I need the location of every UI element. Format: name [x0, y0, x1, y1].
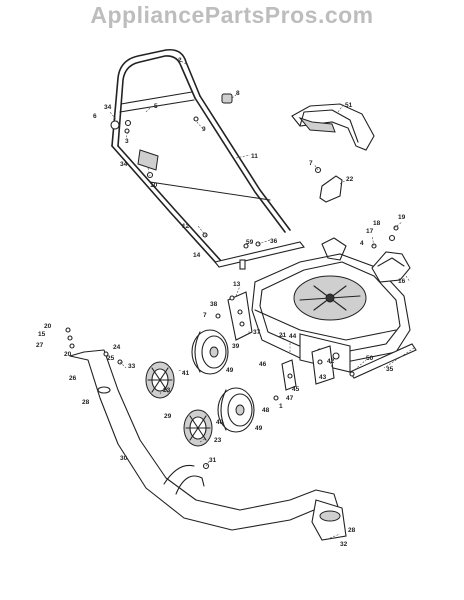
callout-39: 39 [232, 343, 240, 350]
callout-9: 9 [202, 126, 206, 133]
callout-13: 13 [233, 281, 241, 288]
callout-37: 37 [253, 329, 261, 336]
rear-wheel [191, 329, 229, 375]
callout-11: 11 [251, 153, 258, 160]
callout-40: 40 [216, 419, 224, 426]
callout-5: 5 [154, 103, 158, 110]
callout-47: 47 [286, 395, 294, 402]
callout-14: 14 [193, 252, 201, 259]
mower-deck [251, 237, 411, 363]
discharge-chute [291, 103, 375, 151]
vacuum-hose [69, 349, 347, 541]
callout-21: 21 [279, 332, 287, 339]
handle-hardware [110, 93, 233, 238]
engine-cover [371, 225, 411, 283]
callout-50: 50 [366, 355, 374, 362]
callout-51: 51 [345, 102, 353, 109]
callout-15: 15 [38, 331, 46, 338]
callout-33: 33 [128, 363, 136, 370]
callout-10: 10 [150, 182, 158, 189]
callout-3: 3 [125, 138, 129, 145]
callout-48: 48 [262, 407, 270, 414]
front-height-bracket [273, 345, 335, 401]
callout-20-lower: 20 [64, 351, 72, 358]
callout-23: 23 [163, 387, 171, 394]
callout-7-lower: 7 [203, 312, 207, 319]
callout-28: 28 [82, 399, 90, 406]
height-adjuster-bracket [215, 291, 253, 341]
callout-24: 24 [113, 344, 121, 351]
callout-22: 22 [346, 176, 354, 183]
callout-20: 20 [44, 323, 52, 330]
chute-bracket [314, 166, 343, 203]
callout-42: 42 [327, 358, 335, 365]
callout-32: 32 [340, 541, 348, 548]
callout-36: 36 [270, 238, 278, 245]
callout-49-lower: 49 [255, 425, 263, 432]
callout-45: 45 [292, 386, 300, 393]
callout-2: 2 [178, 57, 182, 64]
callout-35: 35 [386, 366, 394, 373]
callout-46: 46 [259, 361, 267, 368]
callout-43: 43 [319, 374, 327, 381]
rear-axle-bar [214, 241, 305, 270]
callout-38: 38 [210, 301, 218, 308]
callout-labels: 2 8 51 5 34 6 9 3 11 7 22 34 10 19 18 17… [36, 57, 406, 548]
callout-34: 34 [104, 104, 112, 111]
callout-18: 18 [373, 220, 381, 227]
callout-59: 59 [246, 239, 254, 246]
leader-lines [109, 57, 415, 539]
callout-7: 7 [309, 160, 313, 167]
callout-26: 26 [69, 375, 77, 382]
callout-8: 8 [236, 90, 240, 97]
callout-44: 44 [289, 333, 297, 340]
front-wheel [217, 387, 255, 433]
upper-handle [111, 48, 201, 147]
callout-17: 17 [366, 228, 374, 235]
callout-29: 29 [164, 413, 172, 420]
callout-28-lower: 28 [348, 527, 356, 534]
lower-handle [111, 95, 291, 265]
callout-41: 41 [182, 370, 190, 377]
callout-27: 27 [36, 342, 44, 349]
callout-1: 1 [279, 403, 283, 410]
hubcap-upper [145, 361, 175, 399]
callout-6: 6 [93, 113, 97, 120]
front-axle-bar [349, 343, 417, 379]
callout-30: 30 [120, 455, 128, 462]
callout-4: 4 [360, 240, 364, 247]
hubcap-lower [183, 409, 213, 447]
site-watermark: AppliancePartsPros.com [90, 2, 374, 28]
callout-49: 49 [226, 367, 234, 374]
callout-16: 16 [398, 278, 406, 285]
callout-23-lower: 23 [214, 437, 222, 444]
callout-25: 25 [107, 355, 115, 362]
callout-19: 19 [398, 214, 406, 221]
callout-34-lower: 34 [120, 161, 128, 168]
callout-12: 12 [182, 223, 190, 230]
callout-31: 31 [209, 457, 217, 464]
